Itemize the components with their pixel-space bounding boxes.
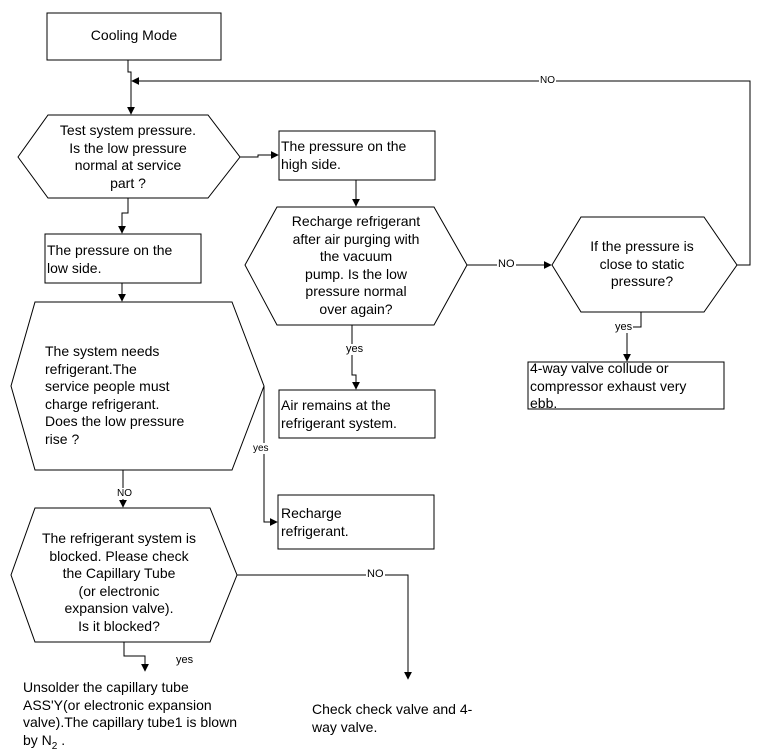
- edge-start-to-test: [127, 60, 135, 115]
- recharge-box: [277, 494, 435, 550]
- edge-needs-yes: [263, 386, 278, 526]
- low-side-label: The pressure on the low side.: [47, 242, 173, 276]
- edge-recharge-yes: [351, 325, 360, 390]
- edge-label-blocked-no: NO: [366, 568, 385, 580]
- q-blocked-hex: [10, 507, 238, 643]
- air-remains-label: Air remains at the refrigerant system.: [281, 397, 397, 431]
- edge-test-to-low: [118, 198, 129, 234]
- q-low-pressure-hex: [17, 114, 241, 199]
- edge-label-needs-yes: yes: [252, 443, 270, 454]
- q-static-hex: [551, 216, 738, 313]
- q-needs-refrigerant-label: The system needs refrigerant.The service…: [45, 343, 185, 447]
- edge-label-needs-no: NO: [116, 488, 133, 499]
- unsolder-main: Unsolder the capillary tube ASS'Y(or ele…: [23, 679, 237, 748]
- q-recharge-label: Recharge refrigerant after air purging w…: [291, 213, 421, 317]
- q-recharge-hex: [244, 206, 468, 326]
- edge-blocked-yes: [123, 642, 149, 672]
- edge-label-static-yes: yes: [614, 321, 634, 333]
- high-side-box: [278, 130, 436, 181]
- start-box: [46, 12, 222, 61]
- air-remains-box: [278, 389, 436, 439]
- four-way-label: 4-way valve collude or compressor exhaus…: [530, 360, 687, 411]
- edge-label-recharge-yes: yes: [345, 343, 365, 355]
- edge-static-yes: [623, 312, 642, 362]
- q-blocked-label: The refrigerant system is blocked. Pleas…: [41, 530, 197, 634]
- edge-test-to-high: [240, 151, 279, 159]
- edge-label-blocked-yes: yes: [176, 654, 194, 666]
- edge-blocked-no: [237, 574, 412, 680]
- unsolder-end: .: [57, 731, 66, 748]
- edge-label-loop-no: NO: [539, 75, 556, 86]
- unsolder-text: Unsolder the capillary tube ASS'Y(or ele…: [23, 679, 273, 755]
- edge-label-recharge-no: NO: [497, 258, 516, 270]
- unsolder-subscript: 2: [51, 740, 58, 752]
- recharge-label: Recharge refrigerant.: [281, 505, 349, 539]
- low-side-box: [44, 233, 202, 284]
- four-way-box: [527, 361, 725, 410]
- high-side-label: The pressure on the high side.: [281, 138, 407, 172]
- q-low-pressure-label: Test system pressure. Is the low pressur…: [59, 122, 197, 191]
- check-valve-text: Check check valve and 4- way valve.: [312, 701, 473, 735]
- edge-loop-no: [131, 77, 751, 266]
- q-static-label: If the pressure is close to static press…: [590, 238, 694, 289]
- q-needs-refrigerant-hex: [10, 301, 265, 471]
- start-label: Cooling Mode: [90, 27, 178, 43]
